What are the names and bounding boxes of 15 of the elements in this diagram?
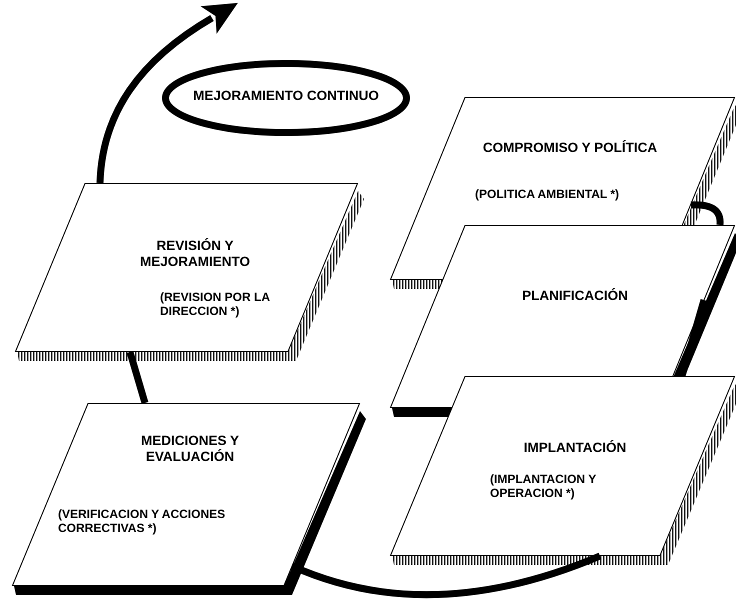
box-title: MEJORAMIENTO CONTINUO: [192, 88, 380, 104]
box-subtitle: (IMPLANTACION Y OPERACION *): [490, 472, 598, 501]
box-subtitle: (POLITICA AMBIENTAL *): [475, 187, 620, 202]
box-title: IMPLANTACIÓN: [522, 440, 628, 456]
curved-arrow: [96, 2, 238, 184]
connector-line: [690, 201, 724, 226]
box-subtitle: (REVISION POR LA DIRECCION *): [160, 290, 271, 319]
box-subtitle: (VERIFICACION Y ACCIONES CORRECTIVAS *): [58, 507, 226, 536]
box-title: MEDICIONES Y EVALUACIÓN: [140, 433, 240, 466]
box-title: PLANIFICACIÓN: [521, 288, 629, 304]
box-title: COMPROMISO Y POLÍTICA: [482, 140, 658, 156]
connector-line: [126, 351, 148, 404]
connector-line: [290, 552, 602, 598]
ellipse-node: [162, 60, 410, 136]
box-title: REVISIÓN Y MEJORAMIENTO: [138, 238, 251, 270]
